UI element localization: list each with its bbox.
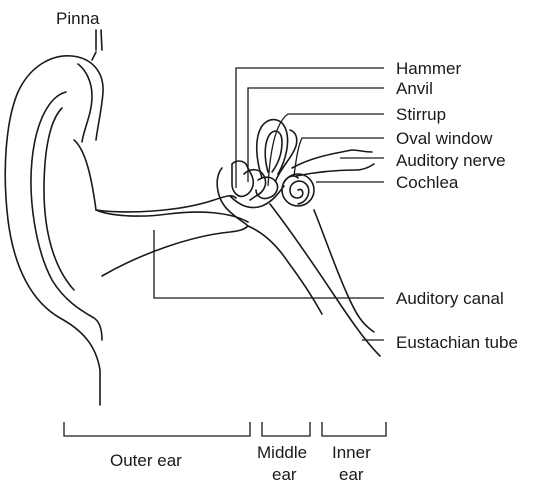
- inner-ear-drawing: [257, 120, 374, 206]
- region-brackets: [64, 422, 386, 436]
- pinna-helix-line-1: [92, 52, 96, 60]
- outer-ear-bracket: [64, 422, 250, 436]
- tube-drawing: [248, 204, 380, 356]
- eustachian-tube-lower: [314, 210, 374, 332]
- canal-lower-wall: [102, 226, 248, 276]
- canal-upper-wall: [96, 196, 236, 212]
- cochlea-label: Cochlea: [396, 173, 459, 192]
- pinna-outer-contour: [5, 56, 103, 405]
- cochlea-spiral: [290, 181, 309, 204]
- hammer-label: Hammer: [396, 59, 462, 78]
- auditory-nerve-shape: [292, 150, 374, 176]
- auditory-nerve-label: Auditory nerve: [396, 151, 506, 170]
- inner-ear-label-line2: ear: [339, 465, 364, 484]
- pinna-helix-line-3: [101, 30, 102, 50]
- hammer-bone: [232, 161, 253, 196]
- eustachian-tube-upper: [270, 204, 380, 356]
- ossicles-drawing: [217, 161, 284, 226]
- middle-ear-lower-wall: [248, 226, 322, 314]
- stirrup-label: Stirrup: [396, 105, 446, 124]
- middle-ear-label-line2: ear: [272, 465, 297, 484]
- inner-ear-label-line1: Inner: [332, 443, 371, 462]
- eustachian-tube-label: Eustachian tube: [396, 333, 518, 352]
- pinna-label: Pinna: [56, 9, 100, 28]
- ossicle-base: [230, 186, 284, 208]
- pinna-drawing: [5, 30, 248, 405]
- pinna-antihelix: [44, 108, 74, 290]
- outer-ear-label: Outer ear: [110, 451, 182, 470]
- semicircular-canal-2: [265, 131, 282, 172]
- inner-ear-bracket: [322, 422, 386, 436]
- middle-ear-label-line1: Middle: [257, 443, 307, 462]
- middle-ear-bracket: [262, 422, 310, 436]
- stirrup-leader: [268, 114, 384, 186]
- stirrup-bone: [256, 177, 278, 198]
- anvil-label: Anvil: [396, 79, 433, 98]
- anvil-bone: [244, 170, 266, 200]
- pinna-top-fold: [78, 64, 92, 142]
- auditory-canal-label: Auditory canal: [396, 289, 504, 308]
- oval-window-label: Oval window: [396, 129, 493, 148]
